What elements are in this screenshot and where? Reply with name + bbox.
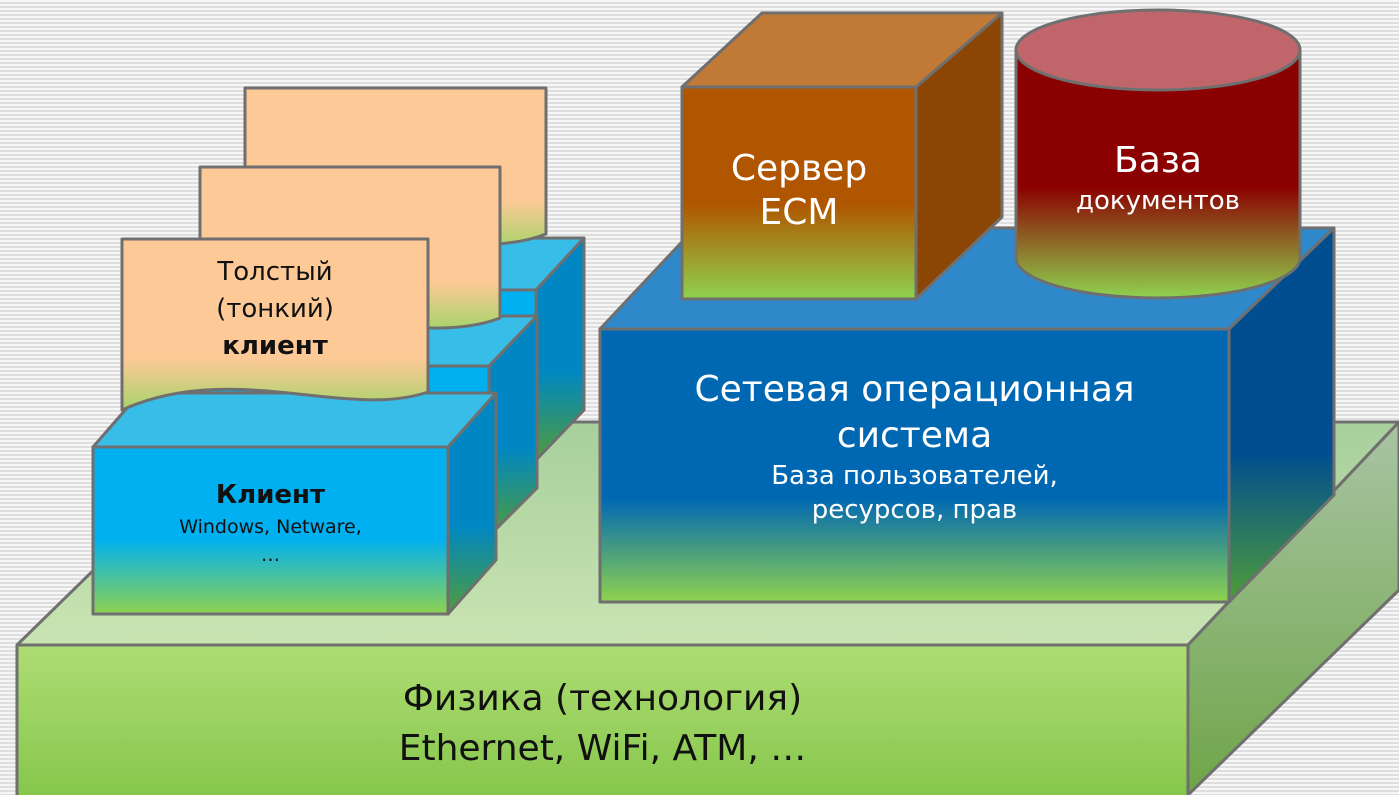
nos-label: Сетевая операционная система База пользо…	[600, 367, 1229, 527]
client-app-doc	[120, 237, 430, 412]
server-front-face	[680, 85, 918, 301]
nos-title-line2: система	[836, 415, 993, 456]
nos-title-line1: Сетевая операционная	[694, 369, 1135, 410]
physics-front-face	[15, 643, 1190, 795]
client-app-line3: клиент	[222, 331, 328, 361]
nos-subtitle-line1: База пользователей,	[771, 461, 1058, 491]
client-os-label: Клиент Windows, Netware, …	[93, 477, 448, 569]
database-title: База	[1114, 140, 1202, 181]
client-os-subtitle: Windows, Netware,	[179, 516, 362, 538]
nos-front-face	[598, 327, 1231, 604]
server-label: Сервер ECM	[682, 147, 916, 235]
client-os-top-face	[91, 391, 498, 449]
physics-subtitle: Ethernet, WiFi, ATM, …	[398, 728, 807, 769]
physics-title: Физика (технология)	[402, 678, 803, 719]
physics-label: Физика (технология) Ethernet, WiFi, ATM,…	[17, 674, 1188, 774]
client-app-line2: (тонкий)	[216, 294, 334, 324]
nos-subtitle-line2: ресурсов, прав	[811, 495, 1018, 525]
client-os-front-face	[91, 445, 450, 616]
server-title: Сервер	[730, 148, 868, 189]
client-os-title: Клиент	[215, 480, 326, 510]
client-os-ellipsis: …	[261, 544, 280, 566]
database-body	[1014, 48, 1302, 300]
database-label: База документов	[1016, 138, 1300, 218]
client-app-label: Толстый (тонкий) клиент	[122, 254, 428, 365]
client-app-line1: Толстый	[217, 257, 333, 287]
server-subtitle: ECM	[759, 192, 839, 233]
database-subtitle: документов	[1076, 186, 1240, 216]
database-top	[1014, 8, 1302, 92]
